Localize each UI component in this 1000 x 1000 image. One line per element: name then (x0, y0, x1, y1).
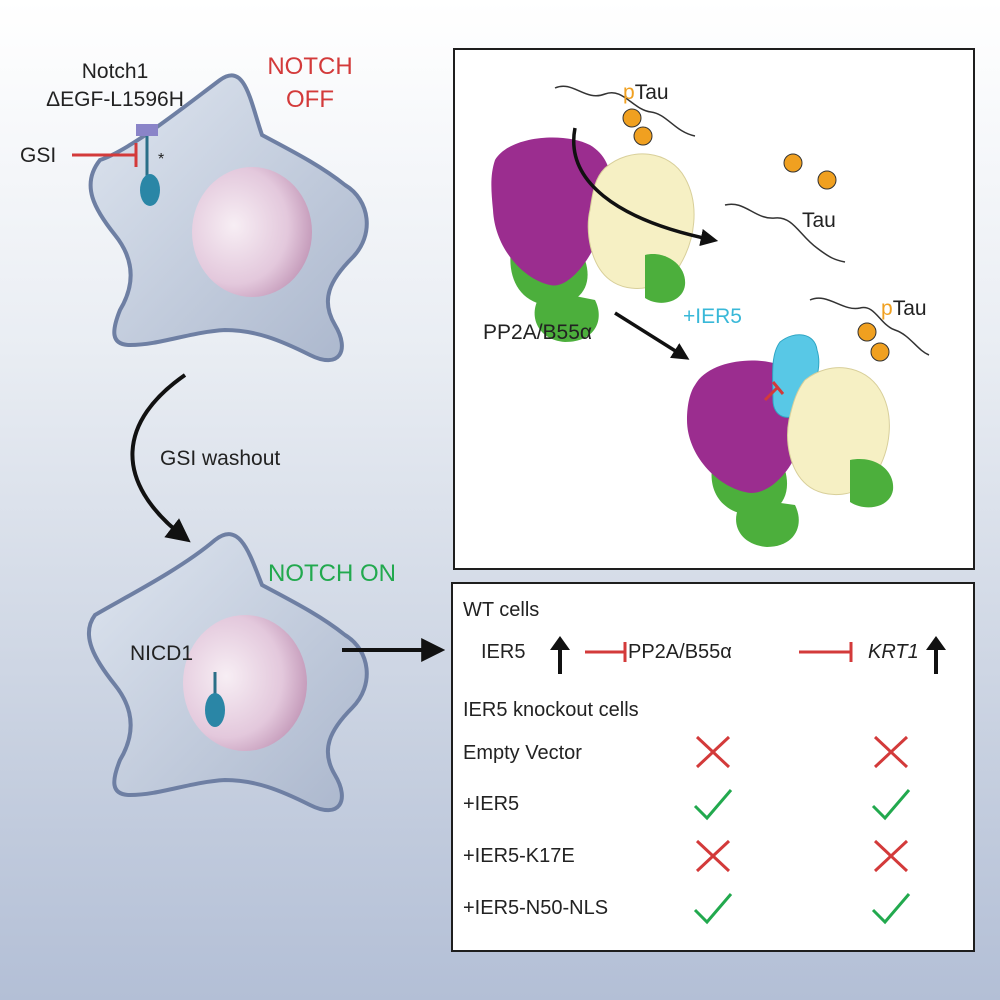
phosphate-dot (633, 126, 653, 146)
washout-arrow (130, 373, 191, 543)
up-arrow-icon (550, 636, 570, 674)
knockout-title: IER5 knockout cells (463, 699, 639, 721)
cross-icon (695, 839, 731, 873)
row-label-ier5-k17e: +IER5-K17E (463, 845, 575, 867)
phosphate-dot (857, 322, 877, 342)
ier5-addition-label: +IER5 (683, 305, 742, 328)
cross-icon (873, 735, 909, 769)
released-phosphate (783, 153, 803, 173)
up-arrow-icon (926, 636, 946, 674)
pp2a-b55-complex-top (491, 137, 695, 342)
ptau-strand-bottom (809, 297, 930, 356)
inhibition-arrow-icon (585, 642, 627, 662)
gsi-label: GSI (20, 144, 57, 167)
notch-off-label-line1: NOTCH (267, 53, 353, 80)
mechanism-drawing (491, 85, 930, 547)
results-marks (550, 636, 946, 925)
mechanism-panel: pTau Tau PP2A/B55α +IER5 pTau (453, 48, 975, 570)
released-phosphate (817, 170, 837, 190)
row-label-ier5: +IER5 (463, 793, 520, 815)
check-icon (693, 893, 733, 925)
nicd1-fragment (205, 693, 225, 727)
tau-strand (724, 203, 846, 263)
check-icon (871, 789, 911, 821)
nucleus-on (183, 615, 307, 751)
inhibition-arrow-icon (799, 642, 853, 662)
ptau-strand-top (554, 85, 696, 137)
notch-on-label: NOTCH ON (268, 560, 396, 587)
row-label-ier5-n50-nls: +IER5-N50-NLS (463, 897, 609, 919)
notch-off-label-line2: OFF (286, 86, 334, 113)
pp2a-b55-label: PP2A/B55α (483, 321, 593, 344)
chain-pp2a: PP2A/B55α (628, 641, 732, 663)
ptau-label-top: pTau (623, 81, 669, 104)
phosphate-dot (622, 108, 642, 128)
receptor-label-line1: Notch1 (81, 60, 149, 83)
phosphate-dot (870, 342, 890, 362)
mutation-asterisk: * (158, 151, 165, 168)
gsi-washout-label: GSI washout (160, 447, 281, 470)
pp2a-b55-ier5-complex (687, 334, 894, 547)
check-icon (693, 789, 733, 821)
notch1-receptor-head (136, 124, 158, 136)
dephosphorylation-arrow (572, 127, 719, 247)
nucleus-off (192, 167, 312, 297)
wt-cells-title: WT cells (463, 599, 540, 621)
results-panel: WT cells IER5 PP2A/B55α KRT1 IER5 knocko… (451, 582, 975, 952)
ier5-binding-arrow (614, 311, 690, 360)
chain-ier5: IER5 (481, 641, 526, 663)
tau-label: Tau (802, 209, 836, 232)
chain-krt1: KRT1 (868, 641, 919, 663)
row-label-empty-vector: Empty Vector (463, 742, 582, 764)
cross-icon (873, 839, 909, 873)
notch1-intracellular-domain (140, 174, 160, 206)
nicd1-label: NICD1 (130, 642, 194, 665)
receptor-label-line2: ΔEGF-L1596H (46, 88, 184, 111)
check-icon (871, 893, 911, 925)
cross-icon (695, 735, 731, 769)
ptau-label-bottom: pTau (881, 297, 927, 320)
ier5-inhibition-mark (763, 386, 779, 402)
